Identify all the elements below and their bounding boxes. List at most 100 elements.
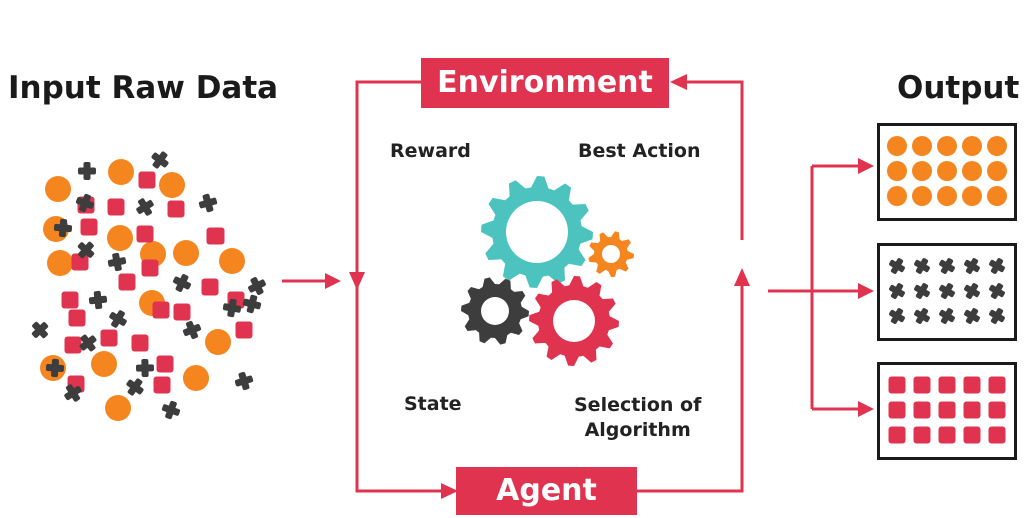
orange-circle-icon (987, 161, 1007, 181)
gray-cross-icon (147, 147, 173, 173)
red-square-icon (988, 401, 1006, 419)
red-square-icon (64, 336, 82, 354)
red-square-icon (988, 376, 1006, 394)
red-square-grid (888, 376, 1006, 444)
red-square-icon (913, 376, 931, 394)
red-square-icon (152, 301, 170, 319)
orange-circle-icon (912, 161, 932, 181)
arrow-left-env (670, 74, 687, 90)
gray-cross-icon (180, 318, 204, 342)
gray-cross-icon (122, 374, 148, 400)
gray-cross-icon (935, 254, 959, 278)
red-square-icon (888, 401, 906, 419)
red-square-icon (138, 171, 156, 189)
orange-circle-icon (912, 136, 932, 156)
red-square-icon (61, 291, 79, 309)
red-gear-icon (529, 276, 619, 366)
orange-circle-icon (91, 351, 117, 377)
output-box-red (877, 362, 1017, 460)
gray-gear-icon (461, 277, 529, 345)
orange-circle-icon (937, 186, 957, 206)
output-title: Output (897, 70, 1020, 106)
output-connector (768, 164, 860, 411)
output-arrowheads (858, 158, 874, 417)
orange-circle-icon (987, 136, 1007, 156)
orange-circle-icon (47, 250, 73, 276)
selection-label: Selection of Algorithm (574, 393, 701, 443)
gray-cross-icon (196, 191, 220, 215)
red-square-icon (963, 426, 981, 444)
arrow-down-left (349, 272, 365, 290)
gray-cross-icon (910, 254, 934, 278)
output-box-orange (877, 123, 1017, 221)
output-box-gray (877, 243, 1017, 341)
gray-cross-icon (935, 304, 959, 328)
raw-data-cluster (27, 147, 270, 422)
gears (461, 176, 634, 366)
red-square-icon (131, 334, 149, 352)
orange-circle-icon (937, 161, 957, 181)
red-square-icon (938, 426, 956, 444)
red-square-icon (888, 426, 906, 444)
red-square-icon (80, 218, 98, 236)
best-action-label: Best Action (578, 140, 701, 162)
orange-circle-icon (45, 176, 71, 202)
orange-circle-icon (962, 161, 982, 181)
gray-cross-icon (232, 369, 256, 393)
orange-circle-grid (887, 136, 1007, 206)
red-square-icon (141, 259, 159, 277)
environment-banner: Environment (421, 58, 669, 108)
gray-cross-icon (960, 304, 984, 328)
red-square-icon (913, 401, 931, 419)
orange-circle-icon (962, 136, 982, 156)
orange-circle-icon (937, 136, 957, 156)
orange-circle-icon (912, 186, 932, 206)
orange-circle-icon (987, 186, 1007, 206)
orange-circle-icon (962, 186, 982, 206)
agent-banner: Agent (456, 467, 637, 515)
red-square-icon (173, 303, 191, 321)
red-square-icon (988, 426, 1006, 444)
gray-cross-icon (106, 251, 128, 273)
red-square-icon (206, 227, 224, 245)
red-square-icon (118, 273, 136, 291)
gray-cross-icon (159, 398, 183, 422)
gray-cross-grid (885, 254, 1009, 328)
gray-cross-icon (985, 304, 1009, 328)
red-square-icon (100, 329, 118, 347)
orange-circle-icon (219, 248, 245, 274)
gray-cross-icon (78, 162, 96, 180)
gray-cross-icon (135, 358, 155, 378)
gray-cross-icon (985, 254, 1009, 278)
red-square-icon (68, 309, 86, 327)
orange-circle-icon (887, 161, 907, 181)
gray-cross-icon (910, 304, 934, 328)
orange-circle-icon (107, 225, 133, 251)
red-square-icon (136, 225, 154, 243)
selection-label-line1: Selection of (574, 394, 702, 416)
input-arrow (282, 273, 341, 289)
red-square-icon (963, 401, 981, 419)
loop-arrowheads (349, 74, 750, 499)
orange-circle-icon (105, 395, 131, 421)
orange-circle-icon (173, 240, 199, 266)
orange-circle-icon (108, 159, 134, 185)
gray-cross-icon (885, 279, 909, 303)
gray-cross-icon (105, 306, 131, 332)
orange-circle-icon (205, 329, 231, 355)
teal-gear-icon (481, 176, 593, 288)
red-square-icon (107, 198, 125, 216)
red-square-icon (71, 253, 89, 271)
orange-circle-icon (159, 172, 185, 198)
red-square-icon (963, 376, 981, 394)
gray-cross-icon (244, 273, 270, 299)
input-title: Input Raw Data (8, 70, 279, 106)
red-square-icon (938, 376, 956, 394)
gray-cross-icon (132, 194, 158, 220)
red-square-icon (156, 355, 174, 373)
gray-cross-icon (985, 279, 1009, 303)
gray-cross-icon (169, 270, 195, 296)
red-square-icon (888, 376, 906, 394)
red-square-icon (167, 200, 185, 218)
